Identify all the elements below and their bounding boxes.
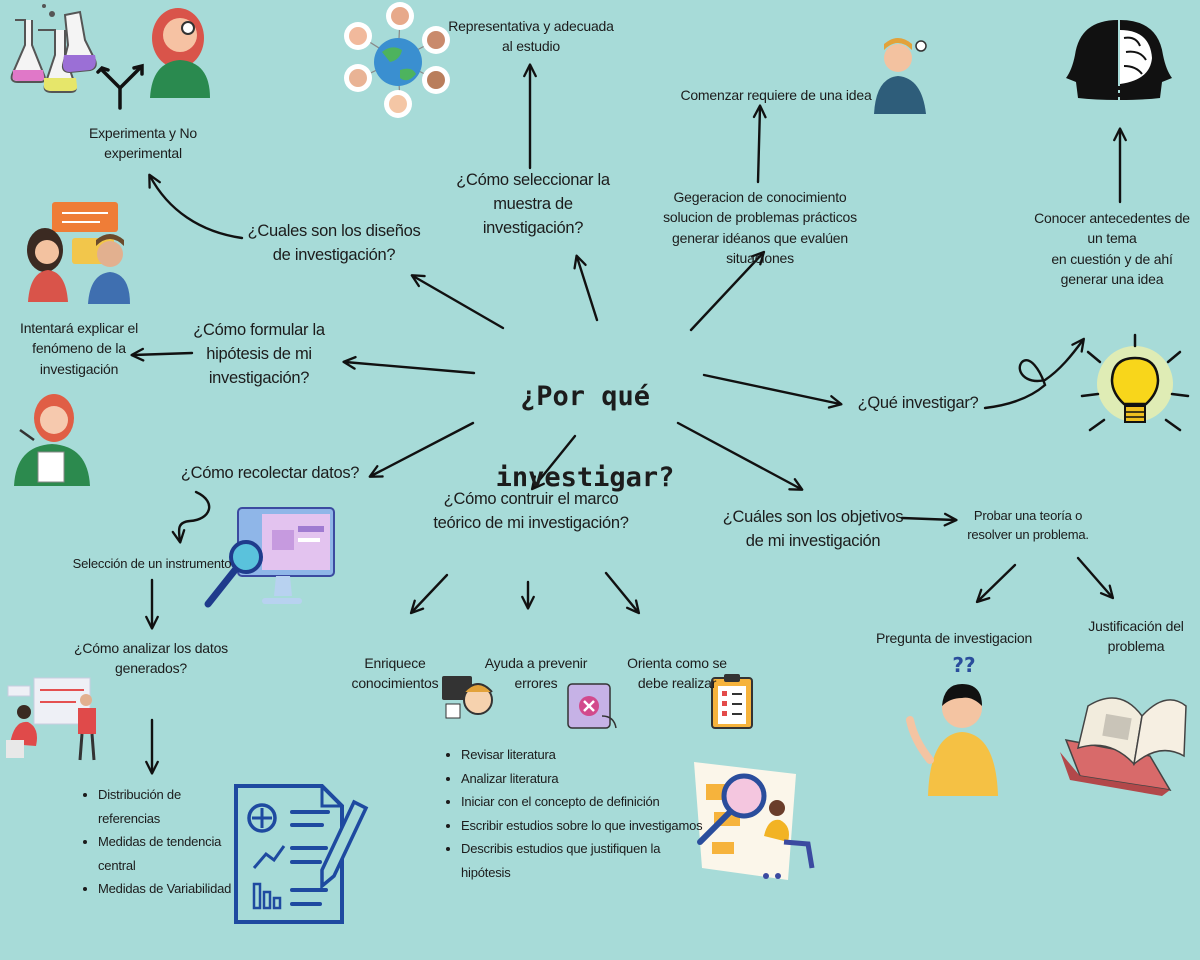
- marco-list-item-text: Describis estudios que justifiquen la hi…: [461, 841, 661, 880]
- question-marks: ??: [952, 653, 976, 677]
- marco-list-item-text: Escribir estudios sobre lo que investiga…: [461, 817, 703, 833]
- marco-list-item: Escribir estudios sobre lo que investiga…: [461, 814, 713, 838]
- arrow-to-justificacion: [1076, 556, 1115, 600]
- node-analizar: ¿Cómo analizar los datos generados?: [74, 640, 228, 677]
- marco-list-item: Analizar literatura: [461, 767, 713, 791]
- marco-list-item: Iniciar con el concepto de definición: [461, 790, 713, 814]
- arrow-to-objetivos: [676, 421, 804, 491]
- analysis-list-item: Distribución de referencias: [98, 783, 240, 830]
- node-generacion: Gegeracion de conocimiento solucion de p…: [663, 189, 857, 266]
- arrow-to-orienta: [604, 571, 641, 615]
- analysis-list-item-text: Distribución de referencias: [98, 787, 181, 826]
- marco-list-item-text: Analizar literatura: [461, 770, 559, 786]
- open-books-icon: [1060, 697, 1187, 796]
- node-orienta: Orienta como se debe realizar: [627, 655, 727, 692]
- confused-boy-icon: [906, 684, 998, 796]
- node-pregunta: Pregunta de investigacion: [875, 630, 1033, 646]
- node-hipotesis-sub: Intentará explicar el fenómeno de la inv…: [20, 320, 138, 377]
- arrow-to-recolectar: [368, 421, 475, 478]
- analysis-list-item: Medidas de tendencia central: [98, 830, 240, 877]
- node-idea: Comenzar requiere de una idea: [680, 87, 872, 103]
- arrow-to-pregunta: [975, 563, 1017, 604]
- arrow-to-enriquece: [409, 573, 449, 615]
- analysis-list-item-text: Medidas de Variabilidad: [98, 881, 232, 896]
- marco-list-item-text: Revisar literatura: [461, 747, 556, 762]
- marco-list-item: Describis estudios que justifiquen la hi…: [461, 837, 713, 884]
- arrow-to-instrumento: [171, 490, 211, 544]
- woman-writing-icon: [14, 394, 90, 486]
- lightbulb-icon: [1080, 333, 1190, 432]
- clipboard-checklist-icon: [711, 674, 753, 729]
- marco-list-item-text: Iniciar con el concepto de definición: [461, 794, 660, 809]
- node-enriquece: Enriquece conocimientos: [351, 655, 439, 692]
- node-muestra-sub: Representativa y adecuada al estudio: [448, 18, 614, 55]
- analysis-list-item-text: Medidas de tendencia central: [98, 834, 222, 873]
- arrow-to-marco: [530, 434, 577, 491]
- central-question: ¿Por qué investigar?: [480, 336, 690, 539]
- analysis-list: Distribución de referencias Medidas de t…: [80, 783, 240, 901]
- node-prevenir: Ayuda a prevenir errores: [484, 655, 588, 692]
- central-question-line2: investigar?: [495, 461, 675, 493]
- node-que-investigar: ¿Qué investigar?: [857, 394, 979, 412]
- node-muestra: ¿Cómo seleccionar la muestra de investig…: [456, 171, 610, 237]
- people-network-icon: [344, 2, 450, 118]
- data-analysis-people-icon: [6, 677, 96, 761]
- marco-list-item: Revisar literatura: [461, 743, 713, 767]
- arrow-to-disenos: [410, 274, 505, 330]
- node-instrumento: Selección de un instrumento: [72, 556, 232, 571]
- node-objetivos: ¿Cuáles son los objetivos de mi investig…: [722, 508, 904, 550]
- monitor-magnifier-icon: [204, 507, 335, 608]
- research-woman-icon: [694, 762, 815, 880]
- arrow-to-probar: [900, 512, 958, 527]
- conversation-icon: [27, 202, 130, 304]
- node-probar: Probar una teoría o resolver un problema…: [967, 508, 1089, 542]
- node-disenos: ¿Cuales son los diseños de investigación…: [247, 222, 421, 264]
- woman-magnifier-icon: [150, 8, 210, 98]
- analysis-list-item: Medidas de Variabilidad: [98, 877, 240, 901]
- lab-flasks-icon: [10, 4, 97, 93]
- analysis-report-icon: [234, 784, 369, 924]
- node-recolectar: ¿Cómo recolectar datos?: [180, 464, 360, 482]
- thinking-man-icon: [874, 38, 927, 114]
- arrow-to-generacion: [689, 250, 766, 332]
- marco-list: Revisar literatura Analizar literatura I…: [443, 743, 713, 884]
- node-disenos-sub: Experimenta y No experimental: [88, 125, 198, 162]
- arrow-to-que-investigar: [702, 373, 843, 409]
- reader-thinking-icon: [442, 676, 493, 719]
- node-hipotesis: ¿Cómo formular la hipótesis de mi invest…: [193, 321, 325, 387]
- arrow-to-idea: [752, 104, 767, 184]
- brain-heads-icon: [1066, 20, 1172, 100]
- fork-arrow-icon: [96, 63, 144, 110]
- tablet-cancel-icon: [567, 683, 617, 729]
- node-justificacion: Justificación del problema: [1088, 618, 1184, 655]
- arrow-to-bulb: [983, 337, 1086, 410]
- arrow-to-disenos-sub: [148, 173, 244, 240]
- arrow-to-hipotesis-sub: [130, 347, 194, 362]
- central-question-line1: ¿Por qué: [519, 380, 651, 412]
- node-antecedentes: Conocer antecedentes de un tema en cuest…: [1034, 210, 1190, 287]
- arrow-to-hipotesis: [342, 355, 476, 375]
- arrow-to-muestra: [573, 254, 599, 322]
- node-marco: ¿Cómo contruir el marco teórico de mi in…: [433, 490, 629, 532]
